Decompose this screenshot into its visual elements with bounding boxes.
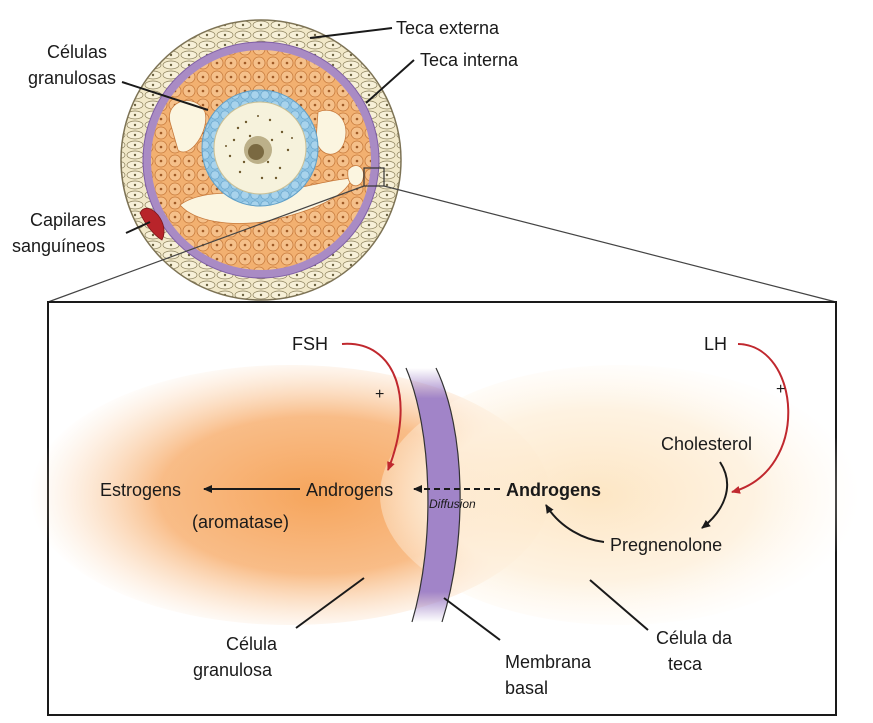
label-membrana-basal-line2: basal bbox=[505, 678, 548, 698]
label-celula-granulosa-line1: Célula bbox=[226, 634, 278, 654]
antrum-cavity bbox=[169, 100, 207, 153]
basal-membrane-edge-right bbox=[435, 367, 461, 623]
label-capilares-line2: sanguíneos bbox=[12, 236, 105, 256]
label-lh: LH bbox=[704, 334, 727, 354]
leader-line-capilares bbox=[125, 221, 151, 234]
leader-line-membrana-basal bbox=[443, 597, 501, 641]
oocyte-granules bbox=[225, 115, 293, 180]
antrum-cavity bbox=[347, 165, 364, 187]
label-capilares-line1: Capilares bbox=[30, 210, 106, 230]
label-celulas-granulosas-line1: Células bbox=[47, 42, 107, 62]
label-membrana-basal-line1: Membrana bbox=[505, 652, 592, 672]
basal-membrane bbox=[406, 368, 461, 622]
blood-capillary bbox=[139, 207, 165, 241]
basal-membrane-edge-left bbox=[405, 367, 429, 623]
antrum-cavity bbox=[315, 109, 347, 155]
label-androgens-theca: Androgens bbox=[506, 480, 601, 500]
label-celula-teca-line1: Célula da bbox=[656, 628, 733, 648]
detail-panel bbox=[30, 301, 860, 716]
pregnenolone-to-androgens-arrow bbox=[545, 504, 605, 543]
label-lh-plus: + bbox=[776, 381, 785, 398]
label-celula-teca-line2: teca bbox=[668, 654, 703, 674]
zoom-line-left bbox=[47, 185, 365, 303]
lh-stimulation-arrow bbox=[731, 343, 790, 494]
label-diffusion: Diffusion bbox=[429, 497, 476, 511]
label-pregnenolone: Pregnenolone bbox=[610, 535, 722, 555]
label-teca-interna: Teca interna bbox=[420, 50, 519, 70]
label-estrogens: Estrogens bbox=[100, 480, 181, 500]
label-teca-externa: Teca externa bbox=[396, 18, 500, 38]
label-cholesterol: Cholesterol bbox=[661, 434, 752, 454]
label-aromatase: (aromatase) bbox=[192, 512, 289, 532]
follicle-illustration bbox=[120, 19, 402, 301]
label-fsh: FSH bbox=[292, 334, 328, 354]
cholesterol-to-pregnenolone-arrow bbox=[701, 461, 729, 529]
leader-line-celula-granulosa bbox=[295, 577, 365, 629]
fsh-stimulation-arrow bbox=[341, 342, 402, 471]
leader-line-teca-externa bbox=[309, 27, 393, 39]
leader-line-teca-interna bbox=[365, 59, 415, 104]
label-androgens-granulosa: Androgens bbox=[306, 480, 393, 500]
zoom-box bbox=[363, 167, 385, 187]
leader-line-celulas-granulosas bbox=[121, 81, 209, 111]
theca-cell-region bbox=[380, 365, 860, 625]
label-celulas-granulosas-line2: granulosas bbox=[28, 68, 116, 88]
zoom-line-right bbox=[383, 185, 837, 303]
label-fsh-plus: + bbox=[375, 386, 384, 403]
label-celula-granulosa-line2: granulosa bbox=[193, 660, 273, 680]
leader-line-celula-teca bbox=[589, 579, 649, 631]
